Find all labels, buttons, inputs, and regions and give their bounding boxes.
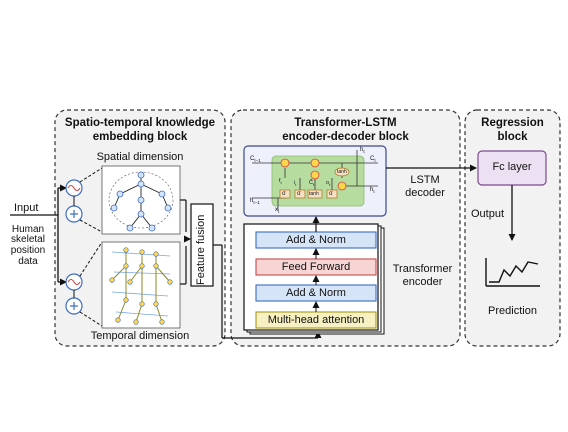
temporal-dimension-label: Temporal dimension [90, 330, 190, 342]
prediction-chart-icon [485, 258, 540, 287]
lstm-decoder-label-2: decoder [405, 187, 445, 199]
lstm-h-top: ht [360, 147, 365, 155]
lstm-sigma-3: σ [329, 191, 333, 197]
temporal-skeleton-graph [101, 241, 181, 329]
lstm-tanh-2: tanh [337, 169, 347, 175]
skeletal-label: skeletal [11, 234, 45, 245]
lstm-o: ot [326, 180, 331, 188]
prediction-label: Prediction [488, 305, 537, 317]
human-label: Human [11, 224, 45, 235]
transformer-block-title-2: encoder-decoder block [282, 131, 409, 143]
lstm-c-prev: Ct−1 [250, 156, 261, 164]
add-norm-bottom-label: Add & Norm [286, 287, 346, 299]
lstm-f: ft [279, 178, 282, 186]
lstm-h-prev: ht−1 [250, 198, 260, 206]
fc-layer-label: Fc layer [492, 161, 532, 173]
feature-fusion-label: Feature fusion [195, 214, 207, 285]
lstm-c-next: Ct [370, 156, 376, 164]
lstm-h-next: ht [370, 187, 375, 195]
spatio-block-title-2: embedding block [92, 131, 188, 143]
lstm-decoder-label-1: LSTM [410, 174, 440, 186]
transformer-block-title-1: Transformer-LSTM [294, 117, 397, 129]
transformer-encoder-label-2: encoder [402, 276, 443, 288]
output-label: Output [471, 208, 505, 220]
input-label: Input [14, 202, 39, 214]
lstm-sigma-2: σ [297, 191, 301, 197]
regression-block-title-1: Regression [481, 117, 544, 129]
data-label: data [18, 256, 38, 267]
spatial-skeleton-graph [101, 165, 181, 235]
regression-block-title-2: block [497, 131, 528, 143]
lstm-tanh-1: tanh [309, 191, 319, 197]
transformer-encoder-label-1: Transformer [392, 263, 453, 275]
spatial-dimension-label: Spatial dimension [96, 151, 184, 163]
spatio-block-title-1: Spatio-temporal knowledge [64, 117, 216, 129]
feed-forward-label: Feed Forward [281, 261, 351, 273]
add-norm-top-label: Add & Norm [286, 234, 346, 246]
lstm-sigma-1: σ [282, 191, 286, 197]
multi-head-attention-label: Multi-head attention [267, 314, 365, 326]
spatial-embedding-symbol [65, 179, 83, 223]
lstm-x: xt [275, 207, 280, 215]
position-label: position [10, 245, 46, 256]
lstm-c-tilde: C̃t [309, 180, 315, 188]
lstm-cell-diagram [243, 145, 387, 217]
temporal-embedding-symbol [65, 273, 83, 315]
lstm-i: it [294, 180, 297, 188]
